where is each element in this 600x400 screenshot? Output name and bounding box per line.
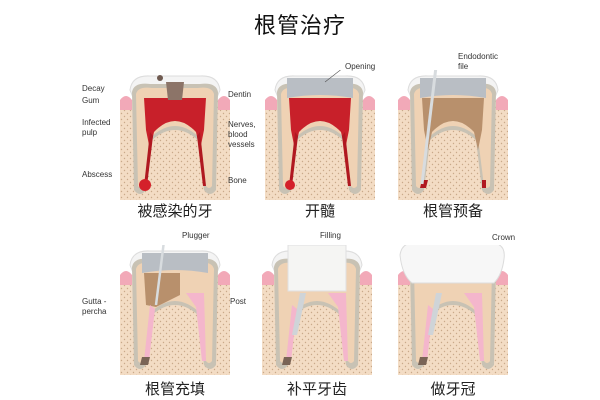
caption-preparation: 根管预备 <box>422 202 483 220</box>
panel-restore: Post Filling <box>230 231 372 375</box>
label-crown: Crown <box>492 233 516 242</box>
root-filling-illustration <box>120 245 230 375</box>
page-title: 根管治疗 <box>253 14 346 39</box>
label-infected: Infected <box>82 118 111 127</box>
label-gutta: Gutta - <box>82 297 107 306</box>
panel-opening: Opening <box>265 62 375 200</box>
label-bone: Bone <box>228 176 247 185</box>
caption-opening: 开髓 <box>304 202 335 220</box>
label-post: Post <box>230 297 247 306</box>
label-abscess: Abscess <box>82 170 113 179</box>
crown-illustration <box>398 245 508 375</box>
label-nerves: Nerves, blood vessels <box>228 120 256 150</box>
caption-restore: 补平牙齿 <box>286 380 347 398</box>
label-percha: percha <box>82 307 107 316</box>
panel-crown: Crown <box>398 233 515 375</box>
panel-root-filling: Plugger Gutta - percha <box>82 231 230 375</box>
label-endodontic-file: Endodontic file <box>458 52 498 72</box>
caption-crown: 做牙冠 <box>430 380 476 398</box>
label-dentin: Dentin <box>228 90 252 99</box>
panel-preparation: Endodontic file <box>398 52 508 200</box>
label-file: file <box>458 62 469 71</box>
infected-tooth-illustration <box>120 75 230 200</box>
label-opening: Opening <box>345 62 376 71</box>
preparation-illustration <box>398 70 508 200</box>
caption-root-filling: 根管充填 <box>144 380 205 398</box>
label-nerves-2: blood <box>228 130 248 139</box>
label-gum: Gum <box>82 96 100 105</box>
label-nerves-1: Nerves, <box>228 120 256 129</box>
label-infected-pulp: Infected pulp <box>82 118 110 138</box>
restore-illustration <box>262 245 372 375</box>
label-endodontic: Endodontic <box>458 52 499 61</box>
panel-infected-tooth: Decay Gum Infected pulp Abscess Dentin N… <box>82 70 256 200</box>
label-decay: Decay <box>82 84 105 93</box>
label-nerves-3: vessels <box>228 140 255 149</box>
label-pulp: pulp <box>82 128 98 137</box>
label-plugger: Plugger <box>182 231 210 240</box>
label-filling: Filling <box>320 231 341 240</box>
label-gutta-percha: Gutta - percha <box>82 297 106 317</box>
caption-infected-tooth: 被感染的牙 <box>137 202 213 220</box>
opening-illustration <box>265 70 375 200</box>
